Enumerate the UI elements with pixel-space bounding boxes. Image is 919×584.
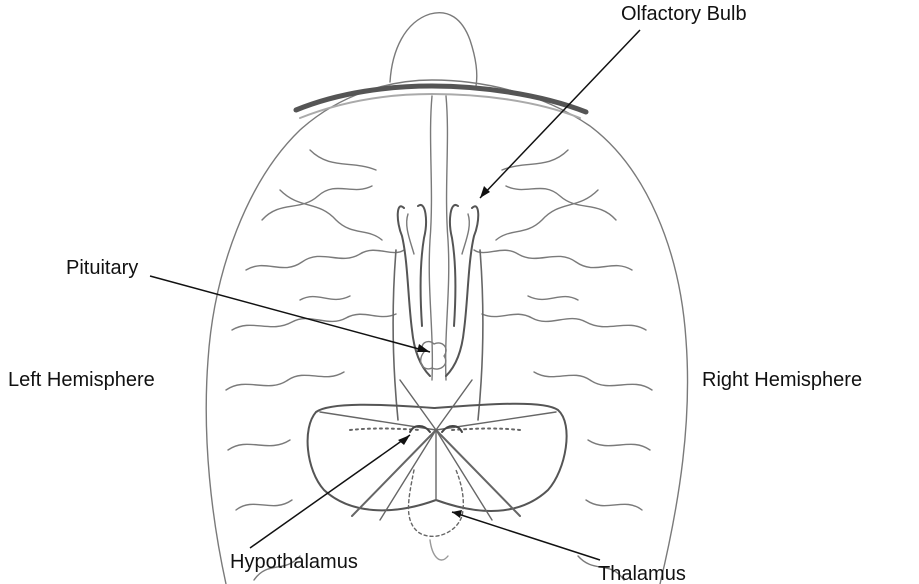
- right-hemisphere-label: Right Hemisphere: [702, 370, 862, 390]
- limbic-ring: [308, 404, 567, 511]
- frontal-pole: [390, 13, 477, 86]
- leader-olfactory-bulb: [480, 30, 640, 198]
- arrowhead-pituitary: [417, 344, 430, 352]
- arrowhead-olfactory-bulb: [480, 186, 490, 198]
- longitudinal-fissure: [429, 96, 432, 380]
- leader-pituitary: [150, 276, 430, 352]
- frontal-band: [296, 86, 586, 112]
- arrowhead-thalamus: [452, 510, 462, 518]
- pituitary-shape: [421, 342, 446, 370]
- thalamus-label: Thalamus: [598, 564, 686, 584]
- pituitary-label: Pituitary: [66, 258, 138, 278]
- hypothalamus-label: Hypothalamus: [230, 552, 358, 572]
- left-hemisphere-label: Left Hemisphere: [8, 370, 155, 390]
- arrowhead-hypothalamus: [398, 435, 410, 445]
- leader-thalamus: [452, 512, 600, 560]
- olfactory-bulb-label: Olfactory Bulb: [621, 4, 747, 24]
- leader-hypothalamus: [250, 435, 410, 548]
